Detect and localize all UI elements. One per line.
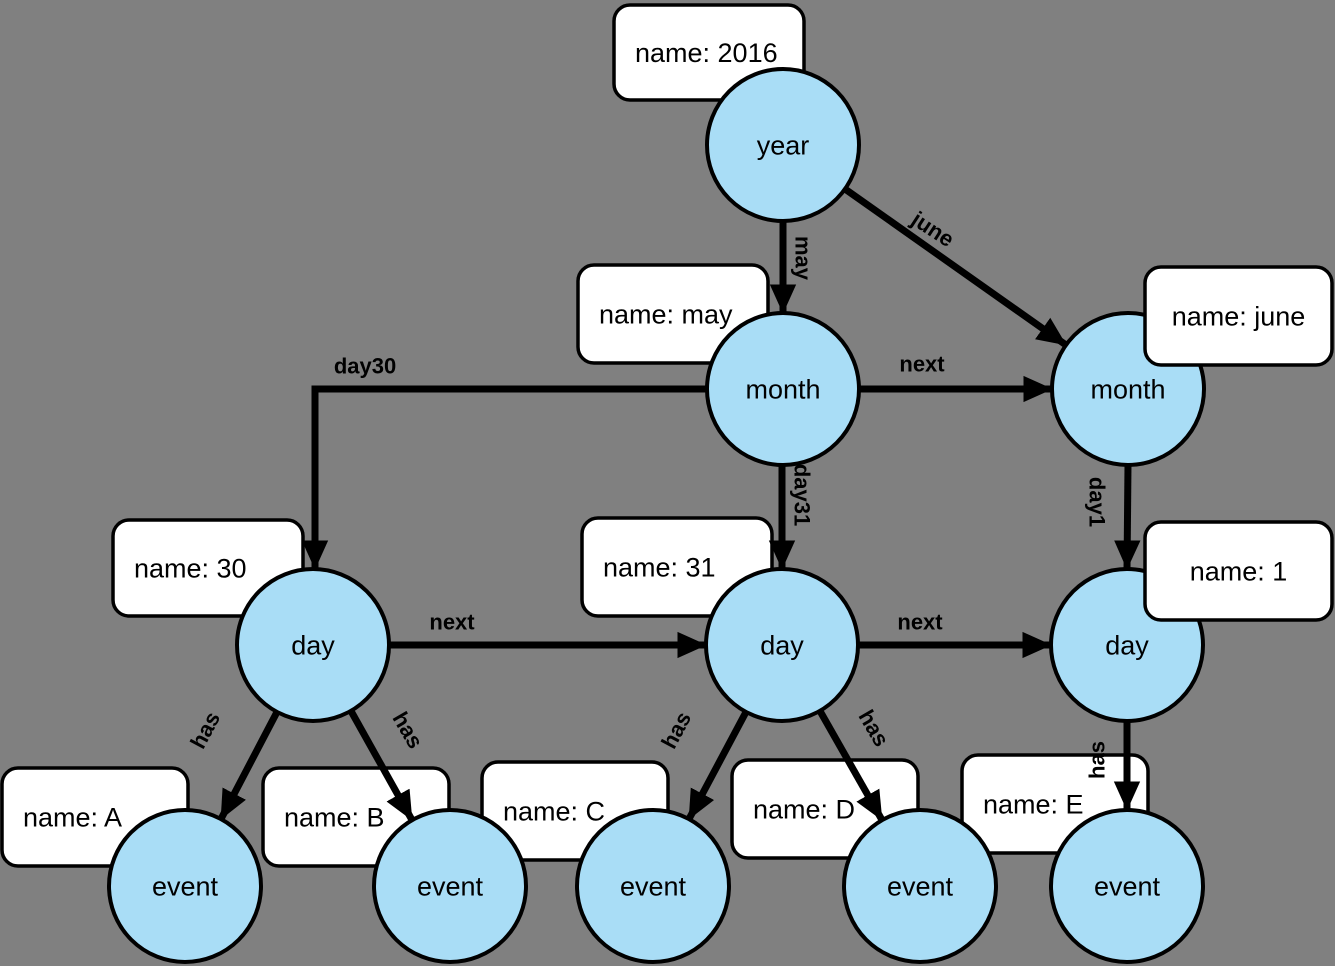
- edge-june-day1: [1114, 464, 1141, 570]
- prop-1-label: name: 1: [1190, 556, 1288, 586]
- edge-day30-a: [217, 710, 281, 821]
- node-day-31-circle: [704, 567, 860, 723]
- prop-2016-label: name: 2016: [635, 38, 778, 68]
- node-event-a-label: event: [152, 871, 219, 901]
- prop-e-label: name: E: [983, 789, 1084, 819]
- edge-june-day1-label: day1: [1084, 477, 1109, 527]
- prop-june-label: name: june: [1172, 301, 1306, 331]
- node-year-label: year: [757, 130, 810, 160]
- node-event-b-label: event: [417, 871, 484, 901]
- edge-may-day30: [301, 385, 707, 570]
- node-event-e-circle: [1049, 808, 1205, 964]
- node-event-e-label: event: [1094, 871, 1161, 901]
- node-event-b-circle: [372, 808, 528, 964]
- edge-day1-e-label: has: [1085, 741, 1110, 779]
- edge-may-day31-label: day31: [789, 464, 814, 526]
- node-event-a-circle: [107, 808, 263, 964]
- node-month-june-label: month: [1090, 374, 1165, 404]
- node-event-d-label: event: [887, 871, 954, 901]
- prop-1-box: [1143, 520, 1334, 622]
- edge-day30-day31-label: next: [429, 610, 475, 635]
- node-event-c-label: event: [620, 871, 687, 901]
- prop-b-label: name: B: [284, 802, 385, 832]
- node-day-30-label: day: [291, 630, 335, 660]
- node-day-30-circle: [235, 567, 391, 723]
- node-day-31-label: day: [760, 630, 804, 660]
- edge-day31-c: [685, 710, 750, 821]
- node-event-c-circle: [575, 808, 731, 964]
- node-month-may-label: month: [745, 374, 820, 404]
- property-boxes-top-layer: name: june name: 1: [1143, 265, 1334, 622]
- node-month-may-circle: [705, 311, 861, 467]
- prop-may-label: name: may: [599, 299, 733, 329]
- prop-c-label: name: C: [503, 796, 605, 826]
- edge-day31-d: [816, 709, 886, 822]
- edge-may-day30-label: day30: [334, 354, 396, 379]
- node-day-1-label: day: [1105, 630, 1149, 660]
- edge-day30-b: [347, 709, 416, 822]
- prop-a-label: name: A: [23, 802, 122, 832]
- prop-30-label: name: 30: [134, 553, 247, 583]
- edge-may-june-label: next: [899, 352, 945, 377]
- node-year-circle: [705, 67, 861, 223]
- edge-day31-day1-label: next: [897, 610, 943, 635]
- nodes-layer: year month month day day day event event event ev…: [107, 67, 1206, 964]
- prop-31-label: name: 31: [603, 552, 716, 582]
- edge-year-may-label: may: [790, 236, 815, 281]
- prop-d-label: name: D: [753, 794, 855, 824]
- edge-year-june: [842, 186, 1069, 348]
- node-event-d-circle: [842, 808, 998, 964]
- prop-june-box: [1143, 265, 1334, 367]
